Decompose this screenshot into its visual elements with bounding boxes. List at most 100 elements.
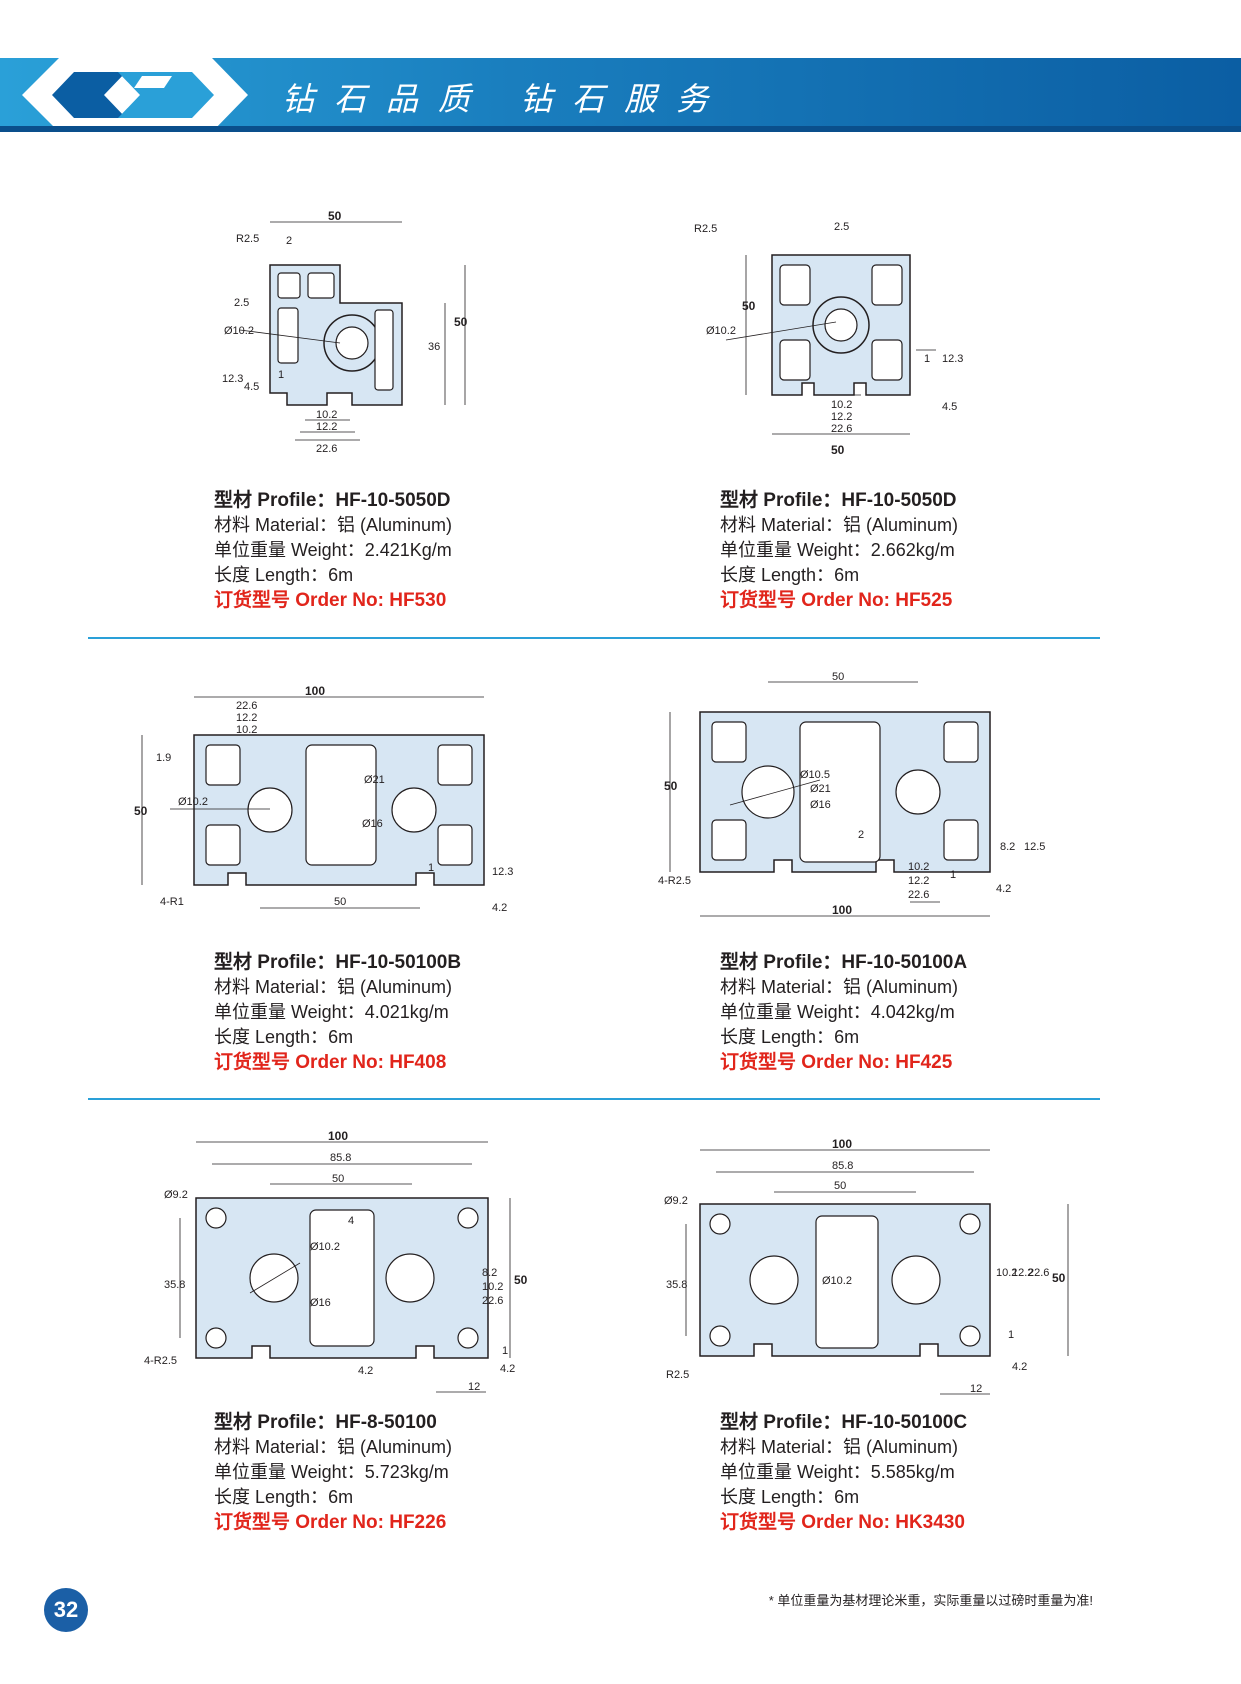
dim-label: 22.6 [831, 423, 852, 435]
length-line: 长度 Length：6m [214, 565, 354, 585]
dim-label: 4.2 [500, 1363, 515, 1375]
length-line: 长度 Length：6m [720, 565, 860, 585]
company-logo [22, 58, 248, 132]
weight-line: 单位重量 Weight：5.585kg/m [720, 1462, 955, 1482]
dim-label: 50 [742, 299, 756, 313]
profile-line: 型材 Profile：HF-10-50100B [214, 952, 462, 973]
dim-label: 10.2 [996, 1267, 1017, 1279]
material-line: 材料 Material：铝 (Aluminum) [720, 515, 959, 535]
dim-label: Ø16 [310, 1297, 331, 1309]
material-line: 材料 Material：铝 (Aluminum) [214, 977, 453, 997]
dim-label: 10.2 [482, 1281, 503, 1293]
dim-label: 100 [832, 1138, 852, 1151]
dim-label: 12.2 [1012, 1267, 1033, 1279]
profile-drawing-hf530: 50 R2.5 2 2.5 Ø10.2 36 50 12.3 4.5 1 10.… [222, 210, 468, 455]
footnote: * 单位重量为基材理论米重，实际重量以过磅时重量为准! [768, 1593, 1093, 1608]
dim-label: 100 [328, 1129, 348, 1143]
product-info-4: 型材 Profile：HF-10-50100A 材料 Material：铝 (A… [720, 950, 967, 1075]
header-slogan: 钻石品质 钻石服务 [282, 80, 729, 118]
order-line: 订货型号 Order No: HF525 [720, 590, 953, 611]
dim-label: R2.5 [666, 1369, 689, 1381]
dim-label: 12.2 [831, 411, 852, 423]
dim-label: 50 [832, 671, 844, 683]
material-line: 材料 Material：铝 (Aluminum) [214, 1437, 453, 1457]
profile-drawing-hf226: 100 85.8 50 Ø9.2 4 Ø10.2 35.8 Ø16 8.2 10… [144, 1129, 528, 1393]
dim-label: Ø10.2 [224, 325, 254, 337]
dim-label: Ø16 [362, 818, 383, 830]
order-line: 订货型号 Order No: HF408 [214, 1052, 447, 1073]
dim-label: 35.8 [164, 1279, 185, 1291]
banner-stripe [0, 126, 1241, 132]
dim-label: 4 [348, 1215, 354, 1227]
dim-label: 85.8 [832, 1160, 853, 1172]
dim-label: 1 [428, 862, 434, 874]
product-info-3: 型材 Profile：HF-10-50100B 材料 Material：铝 (A… [214, 950, 461, 1075]
dim-label: 36 [428, 341, 440, 353]
page-number: 32 [44, 1588, 88, 1632]
dim-label: 50 [134, 804, 148, 818]
profile-line: 型材 Profile：HF-10-50100A [720, 952, 968, 973]
profile-drawing-hf408: 100 22.6 12.2 10.2 1.9 50 Ø10.2 Ø21 Ø16 … [134, 685, 513, 914]
dim-label: 12 [468, 1381, 480, 1393]
dim-label: 1 [924, 353, 930, 365]
dim-label: 50 [328, 210, 342, 223]
length-line: 长度 Length：6m [214, 1027, 354, 1047]
dim-label: Ø9.2 [664, 1195, 688, 1207]
dim-label: 12.2 [316, 421, 337, 433]
dim-label: Ø10.2 [822, 1275, 852, 1287]
dim-label: 1 [502, 1345, 508, 1357]
length-line: 长度 Length：6m [720, 1487, 860, 1507]
dim-label: 10.2 [908, 861, 929, 873]
dim-label: 12.3 [222, 373, 243, 385]
dim-label: 12.5 [1024, 841, 1045, 853]
material-line: 材料 Material：铝 (Aluminum) [720, 977, 959, 997]
dim-label: Ø10.2 [310, 1241, 340, 1253]
product-info-1: 型材 Profile：HF-10-5050D 材料 Material：铝 (Al… [214, 488, 452, 613]
dim-label: Ø21 [364, 774, 385, 786]
dim-label: 35.8 [666, 1279, 687, 1291]
profile-line: 型材 Profile：HF-10-5050D [720, 490, 957, 511]
profile-drawing-hk3430: 100 85.8 50 Ø9.2 Ø10.2 35.8 10.2 12.2 22… [664, 1138, 1069, 1395]
dim-label: 4.2 [358, 1365, 373, 1377]
order-line: 订货型号 Order No: HK3430 [720, 1512, 965, 1533]
profile-line: 型材 Profile：HF-10-50100C [720, 1412, 968, 1433]
profile-drawing-hf525: R2.5 2.5 50 Ø10.2 1 12.3 4.5 10.2 12.2 2… [694, 221, 963, 457]
material-line: 材料 Material：铝 (Aluminum) [214, 515, 453, 535]
dim-label: 50 [514, 1273, 528, 1287]
dim-label: R2.5 [694, 223, 717, 235]
dim-label: 10.2 [316, 409, 337, 421]
dim-label: 2 [858, 829, 864, 841]
dim-label: 50 [664, 779, 678, 793]
material-line: 材料 Material：铝 (Aluminum) [720, 1437, 959, 1457]
dim-label: 4-R2.5 [144, 1355, 177, 1367]
order-line: 订货型号 Order No: HF530 [214, 590, 447, 611]
dim-label: Ø21 [810, 783, 831, 795]
dim-label: 50 [1052, 1271, 1066, 1285]
dim-label: 4.5 [244, 381, 259, 393]
dim-label: 85.8 [330, 1152, 351, 1164]
order-line: 订货型号 Order No: HF226 [214, 1512, 447, 1533]
dim-label: 2.5 [234, 297, 249, 309]
dim-label: 100 [832, 903, 852, 917]
dim-label: 22.6 [236, 700, 257, 712]
section-divider [88, 1098, 1100, 1100]
order-line: 订货型号 Order No: HF425 [720, 1052, 953, 1073]
weight-line: 单位重量 Weight：2.421Kg/m [214, 540, 452, 560]
dim-label: 22.6 [316, 443, 337, 455]
dim-label: 4.2 [492, 902, 507, 914]
dim-label: 22.6 [482, 1295, 503, 1307]
dim-label: 8.2 [482, 1267, 497, 1279]
length-line: 长度 Length：6m [214, 1487, 354, 1507]
dim-label: 1 [950, 869, 956, 881]
dim-label: 50 [831, 443, 845, 457]
dim-label: R2.5 [236, 233, 259, 245]
length-line: 长度 Length：6m [720, 1027, 860, 1047]
dim-label: 50 [334, 896, 346, 908]
product-info-6: 型材 Profile：HF-10-50100C 材料 Material：铝 (A… [720, 1410, 967, 1535]
dim-label: 12.3 [942, 353, 963, 365]
dim-label: 1.9 [156, 752, 171, 764]
dim-label: 4-R2.5 [658, 875, 691, 887]
dim-label: 12.2 [236, 712, 257, 724]
product-info-2: 型材 Profile：HF-10-5050D 材料 Material：铝 (Al… [720, 488, 958, 613]
header-banner: 钻石品质 钻石服务 [0, 58, 1241, 132]
